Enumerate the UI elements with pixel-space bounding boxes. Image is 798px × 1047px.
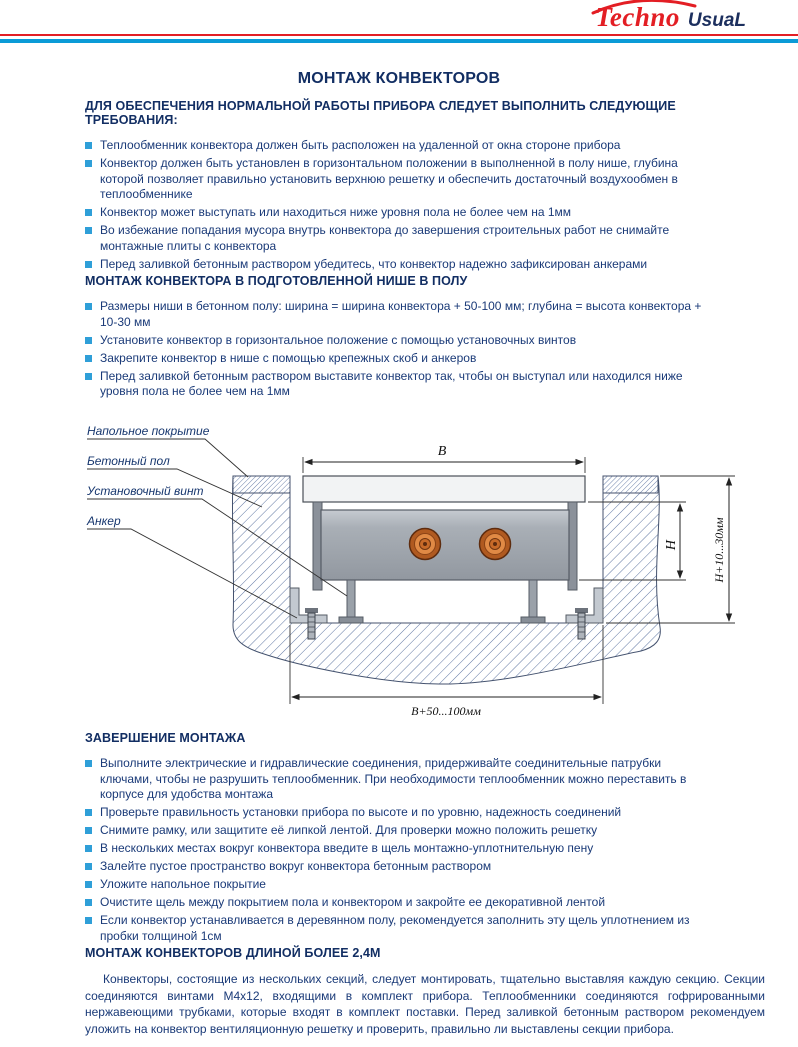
callout-anchor: Анкер (86, 514, 298, 619)
bullet-square-icon (85, 303, 92, 310)
convector-body (320, 509, 570, 581)
top-red-rule (0, 34, 798, 36)
dimension-niche-width-label: B+50...100мм (411, 704, 481, 718)
dimension-convector-height: H (579, 501, 686, 581)
list-item: Проверьте правильность установки прибора… (85, 805, 765, 821)
bullet-square-icon (85, 760, 92, 767)
list-item: Перед заливкой бетонным раствором убедит… (85, 257, 765, 273)
floor-covering-left (232, 475, 291, 494)
page-title: МОНТАЖ КОНВЕКТОРОВ (297, 70, 501, 87)
dimension-niche-width: B+50...100мм (289, 625, 604, 718)
callout-anchor-label: Анкер (86, 514, 121, 528)
pipe-connection-right (478, 527, 512, 561)
callout-concrete-floor: Бетонный пол (87, 454, 263, 508)
section-requirements: ДЛЯ ОБЕСПЕЧЕНИЯ НОРМАЛЬНОЙ РАБОТЫ ПРИБОР… (85, 99, 765, 275)
list-item: Размеры ниши в бетонном полу: ширина = ш… (85, 299, 765, 330)
list-item: Конвектор может выступать или находиться… (85, 205, 765, 221)
bullet-square-icon (85, 142, 92, 149)
bullet-square-icon (85, 881, 92, 888)
list-item: Снимите рамку, или защитите её липкой ле… (85, 823, 765, 839)
bullet-square-icon (85, 845, 92, 852)
bullet-square-icon (85, 336, 92, 344)
dimension-width-label: B (438, 444, 447, 459)
convector-lid (302, 475, 586, 503)
dimension-niche-depth: H+10...30мм (606, 475, 735, 624)
list-item: Во избежание попадания мусора внутрь кон… (85, 223, 765, 254)
bullet-square-icon (85, 372, 92, 380)
callout-adjusting-screw: Установочный винт (86, 484, 348, 597)
adjusting-screw-right (520, 579, 546, 624)
section-finishing: ЗАВЕРШЕНИЕ МОНТАЖА Выполните электрическ… (85, 731, 765, 947)
list-item: Залейте пустое пространство вокруг конве… (85, 859, 765, 875)
logo-swoosh-icon (591, 0, 697, 15)
pipe-connection-left (408, 527, 442, 561)
long-convectors-paragraph: Конвекторы, состоящие из нескольких секц… (85, 972, 765, 1036)
dimension-height-label: H (664, 539, 679, 551)
bullet-square-icon (85, 899, 92, 906)
niche-list: Размеры ниши в бетонном полу: ширина = ш… (85, 299, 765, 400)
list-item: Перед заливкой бетонным раствором выстав… (85, 369, 765, 400)
list-item: В нескольких местах вокруг конвектора вв… (85, 841, 765, 857)
bullet-square-icon (85, 809, 92, 816)
adjusting-screw-left (338, 579, 364, 624)
list-item: Установите конвектор в горизонтальное по… (85, 333, 765, 349)
bullet-square-icon (85, 160, 92, 167)
top-blue-rule (0, 39, 798, 43)
finishing-list: Выполните электрические и гидравлические… (85, 756, 765, 944)
bullet-square-icon (85, 827, 92, 834)
section-finishing-heading: ЗАВЕРШЕНИЕ МОНТАЖА (85, 731, 246, 745)
dimension-depth-label: H+10...30мм (712, 517, 726, 583)
requirements-list: Теплообменник конвектора должен быть рас… (85, 138, 765, 272)
list-item: Выполните электрические и гидравлические… (85, 756, 765, 803)
section-niche-heading: МОНТАЖ КОНВЕКТОРА В ПОДГОТОВЛЕННОЙ НИШЕ … (85, 274, 468, 288)
list-item: Теплообменник конвектора должен быть рас… (85, 138, 765, 154)
bullet-square-icon (85, 260, 92, 268)
floor-covering-right (602, 475, 659, 494)
dimension-convector-width: B (302, 444, 586, 473)
logo-usual-text: UsuaL (687, 10, 746, 31)
section-requirements-heading: ДЛЯ ОБЕСПЕЧЕНИЯ НОРМАЛЬНОЙ РАБОТЫ ПРИБОР… (85, 99, 676, 127)
section-niche-install: МОНТАЖ КОНВЕКТОРА В ПОДГОТОВЛЕННОЙ НИШЕ … (85, 274, 765, 402)
installation-diagram: B H H+10...30мм B+50...100мм (85, 424, 765, 722)
list-item: Если конвектор устанавливается в деревян… (85, 913, 765, 944)
bullet-square-icon (85, 863, 92, 870)
list-item: Закрепите конвектор в нише с помощью кре… (85, 351, 765, 367)
callout-floor-covering: Напольное покрытие (87, 424, 249, 478)
list-item: Уложите напольное покрытие (85, 877, 765, 893)
callout-adjusting-screw-label: Установочный винт (86, 484, 204, 498)
callout-floor-covering-label: Напольное покрытие (87, 424, 210, 438)
list-item: Очистите щель между покрытием пола и кон… (85, 895, 765, 911)
anchor-bracket-left (289, 587, 328, 640)
list-item: Конвектор должен быть установлен в гориз… (85, 156, 765, 203)
section-long-convectors: МОНТАЖ КОНВЕКТОРОВ ДЛИНОЙ БОЛЕЕ 2,4М Кон… (85, 946, 765, 1037)
bullet-square-icon (85, 354, 92, 362)
bullet-square-icon (85, 227, 92, 234)
callout-concrete-floor-label: Бетонный пол (87, 454, 170, 468)
section-long-heading: МОНТАЖ КОНВЕКТОРОВ ДЛИНОЙ БОЛЕЕ 2,4М (85, 946, 381, 960)
bullet-square-icon (85, 209, 92, 216)
bullet-square-icon (85, 917, 92, 924)
installation-diagram-svg: B H H+10...30мм B+50...100мм (86, 424, 735, 718)
anchor-bracket-right (565, 587, 604, 640)
concrete-floor-section (231, 475, 661, 685)
